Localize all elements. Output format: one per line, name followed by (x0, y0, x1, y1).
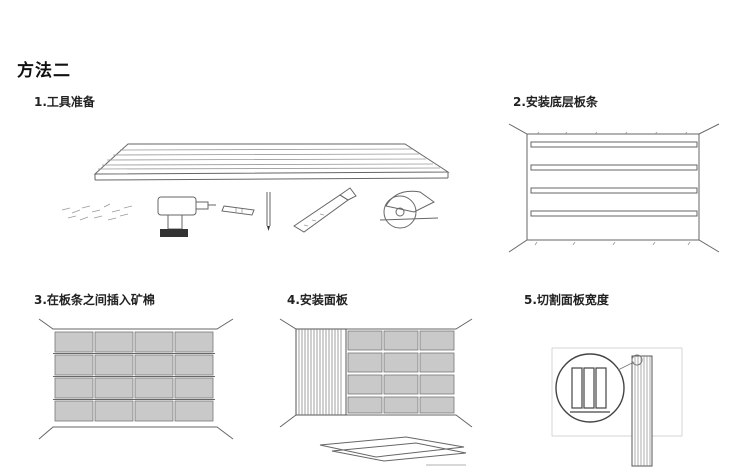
circular-saw-icon (379, 190, 439, 229)
drill-icon (157, 196, 216, 237)
step-4-label: 4.安装面板 (287, 293, 348, 307)
plank-stack-icon (93, 143, 450, 181)
tools-illustration (61, 143, 450, 237)
base-battens-illustration (508, 123, 720, 253)
handsaw-icon (293, 187, 357, 233)
level-icon (221, 205, 255, 216)
panel-cut-illustration (551, 347, 683, 467)
screws-icon (61, 203, 133, 221)
step-5-label: 5.切割面板宽度 (524, 293, 609, 307)
page-title: 方法二 (17, 61, 71, 81)
loose-panels-icon (319, 436, 467, 466)
step-2-label: 2.安装底层板条 (513, 95, 598, 109)
pencil-icon (266, 192, 271, 231)
zoom-detail-icon (555, 353, 625, 423)
step-1-label: 1.工具准备 (34, 95, 95, 109)
step-3-label: 3.在板条之间插入矿棉 (34, 293, 155, 307)
panel-install-illustration (279, 318, 473, 466)
mineral-wool-illustration (38, 318, 234, 440)
